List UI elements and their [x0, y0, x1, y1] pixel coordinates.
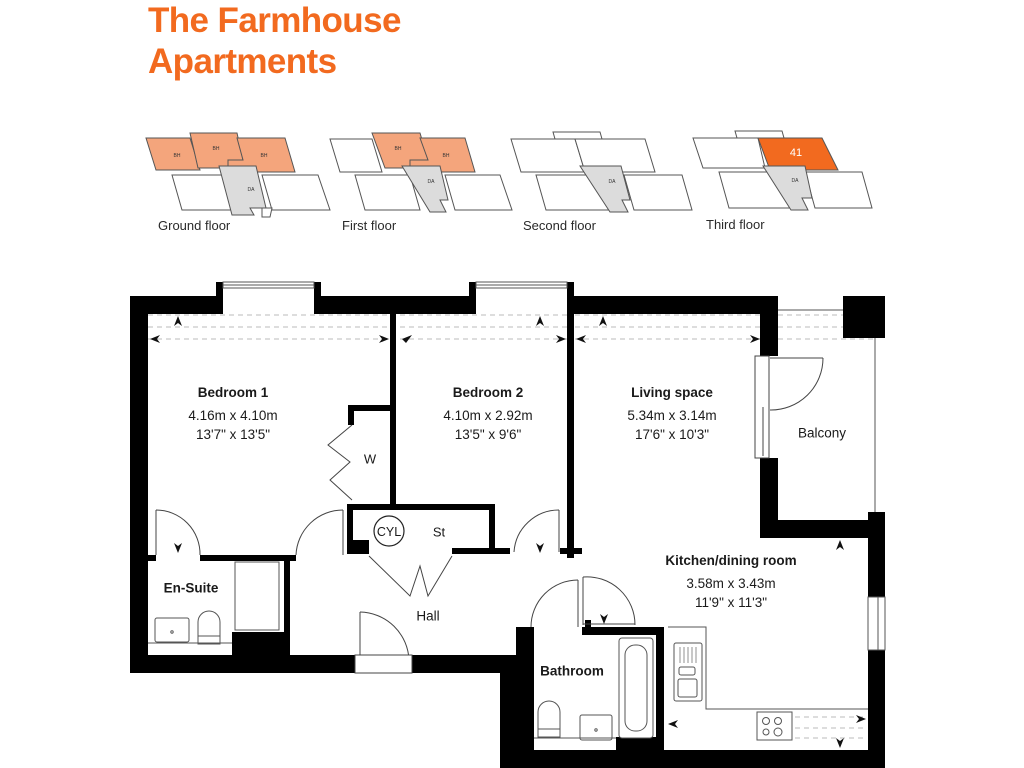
room-bedroom-1[interactable]: Bedroom 1 4.16m x 4.10m 13'7" x 13'5" — [188, 384, 277, 444]
room-metric: 5.34m x 3.14m — [627, 408, 717, 423]
key-plan-third[interactable] — [692, 130, 873, 211]
key-plan-ground[interactable] — [145, 132, 331, 218]
key-plan-drawings: BH BH BH DA BH BH DA DA DA 41 — [145, 130, 873, 218]
room-balcony[interactable]: Balcony — [797, 425, 847, 441]
key-tag: DA — [609, 179, 617, 185]
cylinder-label: CYL — [376, 525, 402, 539]
room-name: Bedroom 2 — [452, 385, 524, 400]
key-tag: BH — [261, 153, 268, 159]
room-name: Bedroom 1 — [197, 385, 269, 400]
key-tag: BH — [395, 146, 402, 152]
selected-unit-number: 41 — [790, 147, 802, 159]
room-living-space[interactable]: Living space 5.34m x 3.14m 17'6" x 10'3" — [627, 384, 716, 444]
key-plan-second[interactable] — [510, 131, 693, 213]
drainer-lines — [679, 647, 697, 663]
key-tag: DA — [428, 179, 436, 185]
key-tag: BH — [443, 153, 450, 159]
room-bedroom-2[interactable]: Bedroom 2 4.10m x 2.92m 13'5" x 9'6" — [443, 384, 532, 444]
doors — [155, 355, 824, 674]
room-imperial: 11'9" x 11'3" — [694, 595, 768, 610]
room-imperial: 13'5" x 9'6" — [454, 427, 522, 442]
floor-label-ground[interactable]: Ground floor — [158, 218, 231, 233]
key-tag: DA — [248, 187, 256, 193]
room-name: Living space — [631, 385, 713, 400]
dimension-lines — [148, 314, 875, 739]
page-title: The Farmhouse Apartments — [148, 0, 401, 82]
wardrobe-label: W — [363, 451, 377, 467]
key-plans: BH BH BH DA BH BH DA DA DA 41 Ground flo… — [0, 0, 1024, 260]
room-bathroom[interactable]: Bathroom — [540, 663, 604, 679]
windows — [222, 281, 886, 651]
floor-label-first[interactable]: First floor — [342, 218, 397, 233]
key-plan-first[interactable] — [329, 132, 513, 213]
fixtures — [148, 561, 868, 741]
room-metric: 4.16m x 4.10m — [188, 408, 278, 423]
walls — [130, 282, 885, 768]
room-metric: 3.58m x 3.43m — [686, 576, 776, 591]
room-imperial: 17'6" x 10'3" — [634, 427, 710, 442]
room-name: Kitchen/dining room — [665, 553, 797, 568]
store-label: St — [432, 524, 446, 540]
key-tag: DA — [792, 178, 800, 184]
room-metric: 4.10m x 2.92m — [443, 408, 533, 423]
title-line-1: The Farmhouse — [148, 1, 401, 40]
room-imperial: 13'7" x 13'5" — [195, 427, 271, 442]
cylinder-icon — [373, 515, 405, 547]
floor-label-third[interactable]: Third floor — [706, 217, 765, 232]
dimension-arrows — [150, 316, 866, 748]
room-kitchen-dining[interactable]: Kitchen/dining room 3.58m x 3.43m 11'9" … — [665, 552, 796, 612]
room-hall[interactable]: Hall — [416, 608, 440, 624]
room-en-suite[interactable]: En-Suite — [163, 580, 219, 596]
key-tag: BH — [174, 153, 181, 159]
floor-label-second[interactable]: Second floor — [523, 218, 596, 233]
key-tag: BH — [213, 146, 220, 152]
title-line-2: Apartments — [148, 42, 337, 81]
